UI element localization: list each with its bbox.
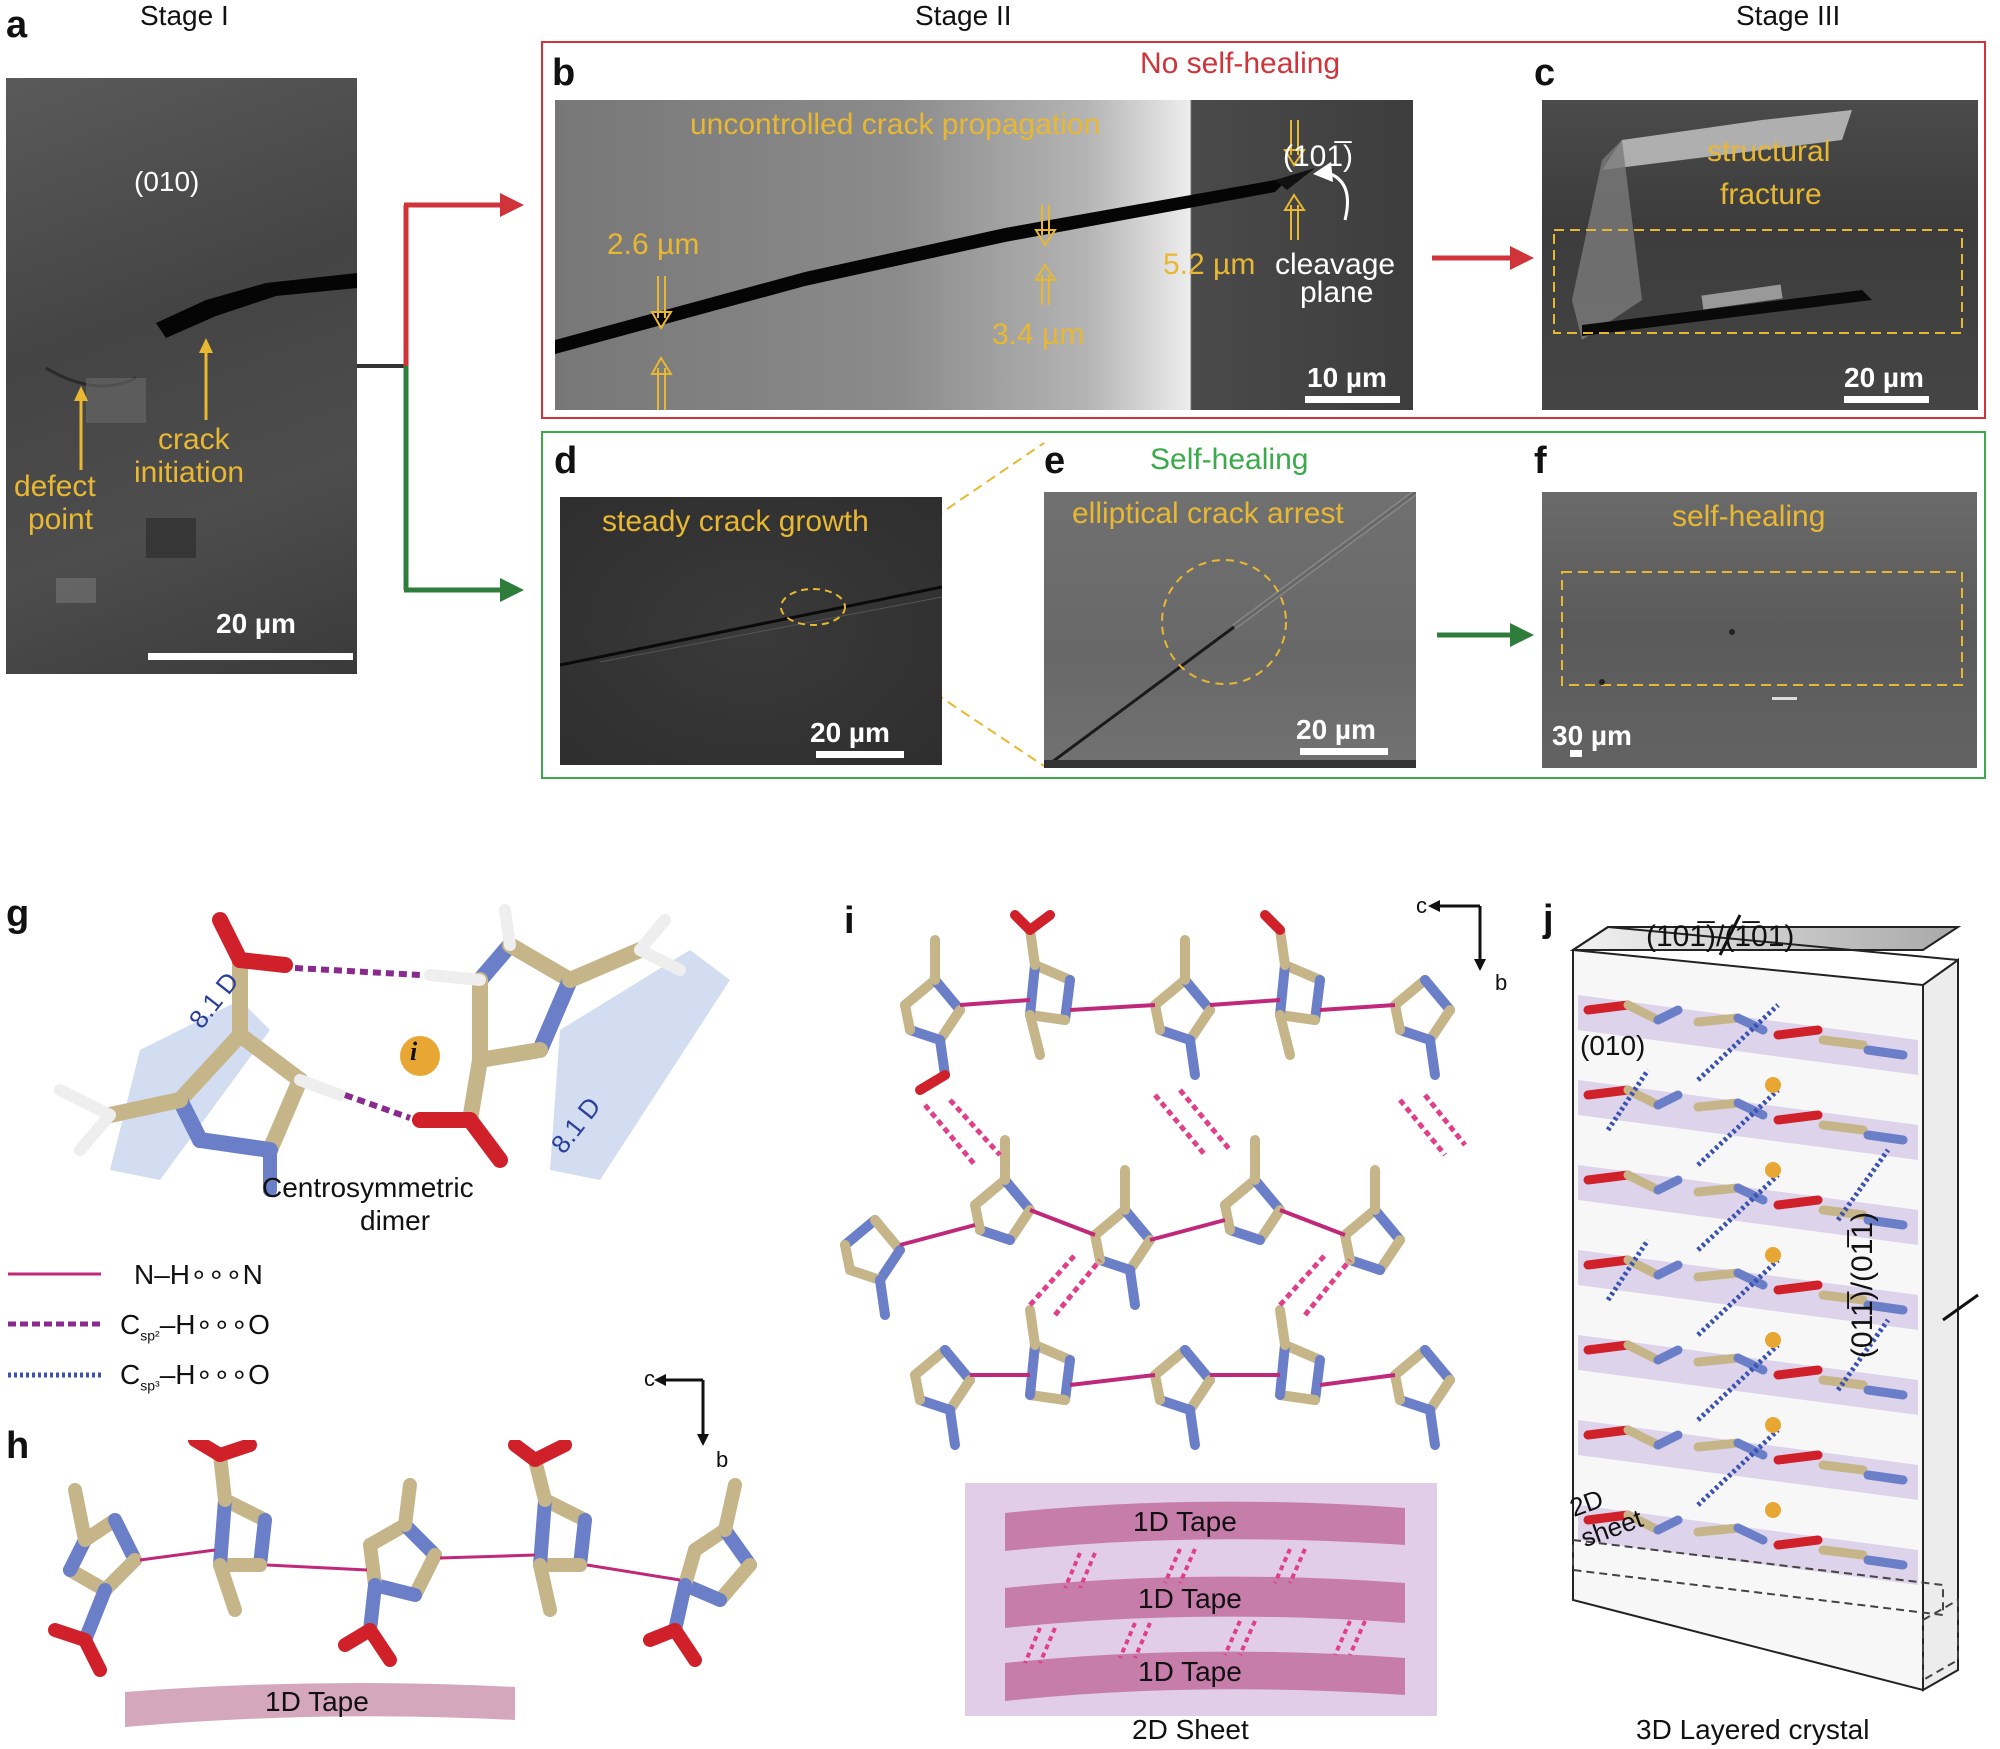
legend-csp2-sub: sp² [140, 1327, 160, 1344]
legend-csp3-sub: sp³ [140, 1377, 160, 1394]
panel-label-d: d [554, 440, 578, 482]
tape-ribbon-h [125, 1683, 515, 1727]
crack-initiation-line2: initiation [134, 456, 245, 489]
sem-image-c: structural fracture 20 µm [1542, 100, 1978, 410]
crack-drawing-b [555, 120, 1349, 410]
scale-label-e: 20 µm [1296, 714, 1376, 745]
sem-image-b: uncontrolled crack propagation 2.6 µm 3.… [555, 100, 1413, 410]
cleavage-plane-line1: cleavage [1275, 248, 1396, 281]
dimer-caption-line1: Centrosymmetric [262, 1172, 474, 1203]
legend-swatches [8, 1272, 101, 1378]
caption-uncontrolled-crack: uncontrolled crack propagation [690, 108, 1101, 141]
axis-c-label-h: c [644, 1366, 655, 1391]
plane-010-label-j: (010) [1580, 1030, 1646, 1061]
scale-bar-b [1305, 396, 1400, 403]
axis-c-label-i: c [1416, 893, 1427, 918]
scale-bar-e [1300, 748, 1388, 755]
self-healing-title: Self-healing [1150, 443, 1309, 476]
fracture-drawing-c [1553, 110, 1963, 340]
scale-bar-c [1844, 396, 1929, 403]
caption-fracture: fracture [1720, 178, 1822, 211]
sem-image-d: steady crack growth 20 µm [560, 497, 942, 765]
legend-csp3-rest: –H∘∘∘O [159, 1359, 270, 1390]
scale-label-d: 20 µm [810, 717, 890, 748]
panel-label-g: g [6, 893, 30, 935]
layered-crystal-j [1569, 914, 1979, 1692]
stage-1-header: Stage I [140, 0, 229, 31]
caption-self-healing: self-healing [1672, 500, 1826, 533]
no-self-healing-frame [541, 41, 1986, 419]
panel-label-b: b [552, 52, 576, 94]
scale-label-a: 20 µm [216, 608, 296, 639]
legend-csp2-rest: –H∘∘∘O [159, 1309, 270, 1340]
stage-2-header: Stage II [915, 0, 1012, 31]
scale-label-f: 30 µm [1552, 720, 1632, 751]
panel-label-j: j [1543, 898, 1554, 940]
tape-label-h: 1D Tape [265, 1686, 369, 1717]
panel-label-a: a [6, 4, 28, 46]
face-011-label: (011̅)/(01̅1) [1846, 1211, 1880, 1359]
scale-bar-f [1570, 750, 1582, 757]
dimer-structure [54, 904, 730, 1197]
scale-bar-d [816, 751, 904, 758]
legend-nhn: N–H∘∘∘N [134, 1259, 263, 1290]
caption-structural: structural [1707, 135, 1831, 168]
caption-steady-crack: steady crack growth [602, 505, 869, 538]
sheet-structure-i [840, 910, 1467, 1450]
sheet-caption: 2D Sheet [1132, 1714, 1249, 1745]
scale-label-b: 10 µm [1307, 362, 1387, 393]
width-label-5-2: 5.2 µm [1163, 248, 1256, 281]
legend-csp2: Csp²–H∘∘∘O [120, 1308, 270, 1344]
face-101-label: (101̅)/(1̅01) [1646, 920, 1795, 953]
healed-drawing-f [1561, 571, 1963, 700]
legend-csp3-c: C [120, 1359, 141, 1390]
sheet-tape-2: 1D Tape [1138, 1583, 1242, 1614]
legend-csp3: Csp³–H∘∘∘O [120, 1358, 270, 1394]
sheet-tape-3: 1D Tape [1138, 1656, 1242, 1687]
axis-b-label-i: b [1495, 970, 1508, 995]
crystal-caption: 3D Layered crystal [1636, 1714, 1870, 1745]
no-self-healing-title: No self-healing [1140, 47, 1341, 80]
plane-101-label: (101̅) [1283, 140, 1354, 173]
defect-point-line1: defect [14, 470, 96, 503]
legend-csp2-c: C [120, 1309, 141, 1340]
dimer-caption-line2: dimer [360, 1205, 431, 1236]
self-healing-frame [541, 431, 1986, 779]
crack-drawing-a [45, 273, 357, 603]
sem-image-e: elliptical crack arrest 20 µm [1044, 492, 1416, 768]
scale-label-c: 20 µm [1844, 362, 1924, 393]
panel-label-c: c [1534, 52, 1556, 94]
plane-010-label: (010) [134, 166, 200, 197]
crack-drawing-e [1044, 492, 1416, 768]
defect-point-line2: point [28, 503, 94, 536]
sheet-schematic [1005, 1501, 1405, 1701]
sem-image-a: (010) crack initiation defect point 20 µ… [6, 78, 357, 674]
axes-indicator-i [1428, 900, 1486, 971]
panel-label-i: i [844, 900, 855, 942]
inversion-center-label: i [410, 1037, 418, 1066]
sheet-tape-1: 1D Tape [1133, 1506, 1237, 1537]
cleavage-plane-line2: plane [1300, 276, 1374, 309]
axes-indicator-h [654, 1374, 709, 1446]
crack-drawing-d [560, 585, 942, 667]
axis-b-label-h: b [716, 1447, 729, 1472]
panel-label-h: h [6, 1425, 30, 1467]
panel-label-e: e [1044, 440, 1066, 482]
caption-elliptical-arrest: elliptical crack arrest [1072, 497, 1344, 530]
width-label-2-6: 2.6 µm [607, 228, 700, 261]
scale-bar-a [148, 653, 353, 660]
panel-label-f: f [1534, 440, 1547, 482]
stage-3-header: Stage III [1736, 0, 1841, 31]
sem-image-f: self-healing 30 µm [1542, 492, 1977, 768]
tape-structure-h [48, 1440, 757, 1677]
width-label-3-4: 3.4 µm [992, 318, 1085, 351]
crack-initiation-line1: crack [158, 423, 230, 456]
